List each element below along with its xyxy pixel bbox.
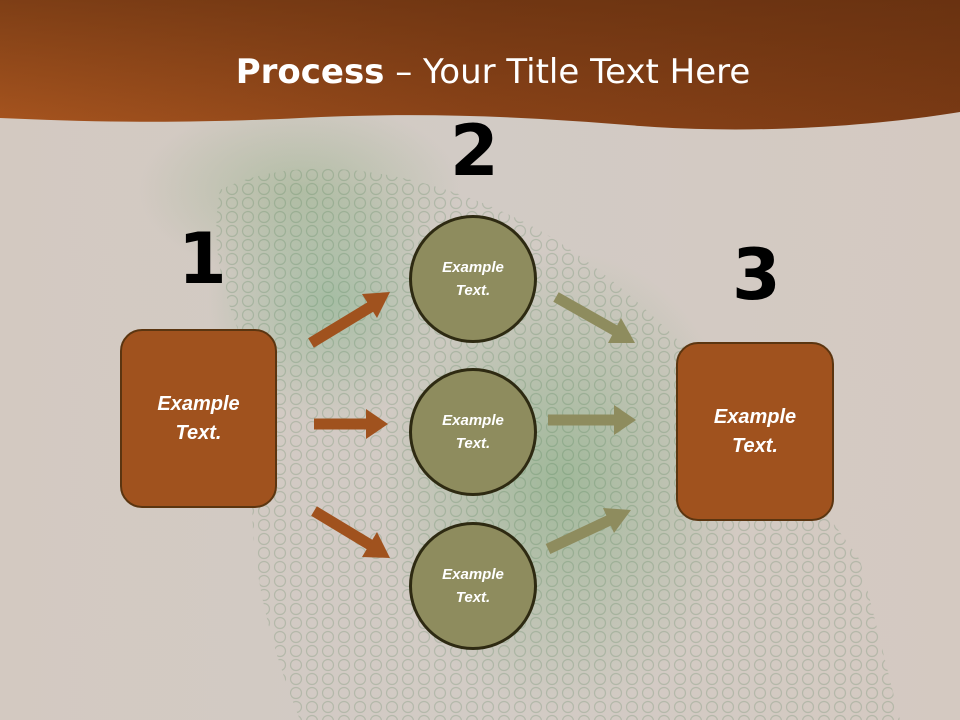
step-3-label: Example Text.: [713, 405, 797, 457]
step-number-2: 2: [450, 110, 499, 192]
arrow-left-group: [308, 292, 390, 558]
step-1-box[interactable]: Example Text.: [120, 329, 277, 508]
circle-top-label: Example Text.: [442, 259, 504, 299]
title-banner: [0, 0, 960, 130]
arrow-icon: [311, 506, 390, 558]
step-3-box[interactable]: Example Text.: [676, 342, 834, 521]
step-2-circle-bottom[interactable]: Example Text.: [409, 522, 537, 650]
slide-title[interactable]: Process – Your Title Text Here: [0, 52, 960, 92]
arrow-icon: [553, 292, 635, 343]
circle-middle-label: Example Text.: [442, 412, 504, 452]
step-2-circle-middle[interactable]: Example Text.: [409, 368, 537, 496]
step-number-1: 1: [178, 218, 227, 300]
circle-bottom-label: Example Text.: [442, 566, 504, 606]
arrow-icon: [545, 508, 631, 554]
step-1-label: Example Text.: [157, 392, 240, 444]
title-bold: Process: [235, 52, 385, 92]
title-rest: – Your Title Text Here: [384, 52, 751, 92]
arrow-right-group: [545, 292, 636, 554]
arrow-icon: [308, 292, 390, 348]
step-2-circle-top[interactable]: Example Text.: [409, 215, 537, 343]
arrow-icon: [548, 405, 636, 435]
step-number-3: 3: [732, 234, 781, 316]
arrow-icon: [314, 409, 388, 439]
